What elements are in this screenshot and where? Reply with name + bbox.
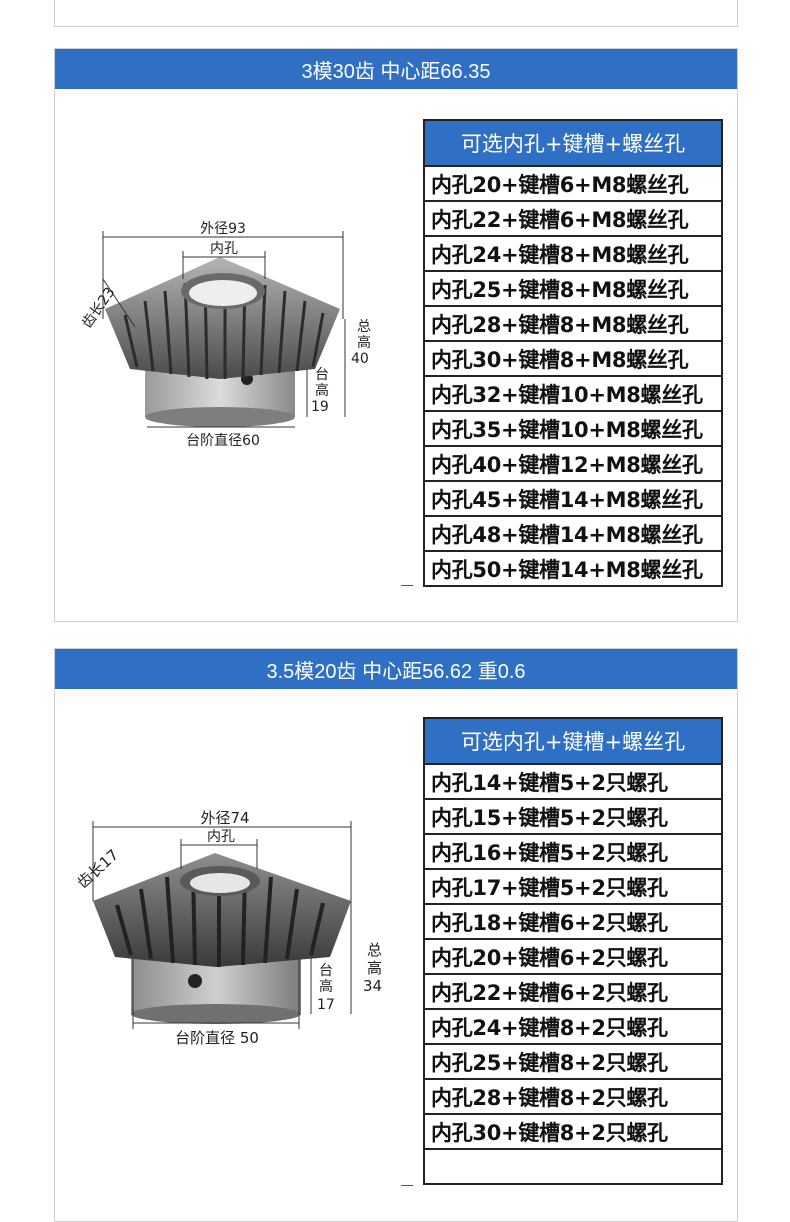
bore-options-table-1: 可选内孔+键槽+螺丝孔 内孔20+键槽6+M8螺丝孔 内孔22+键槽6+M8螺丝… — [423, 119, 723, 587]
bore-label: 内孔 — [210, 241, 238, 257]
table-row: 内孔24+键槽8+2只螺孔 — [425, 1010, 721, 1045]
table-row: 内孔30+键槽8+2只螺孔 — [425, 1115, 721, 1150]
table-row: 内孔28+键槽8+M8螺丝孔 — [425, 307, 721, 342]
total-height-label-a: 总 — [367, 941, 382, 959]
table-row: 内孔22+键槽6+M8螺丝孔 — [425, 202, 721, 237]
step-height-value: 17 — [317, 997, 335, 1013]
outer-diameter-label: 外径74 — [200, 809, 249, 827]
table-row: 内孔28+键槽8+2只螺孔 — [425, 1080, 721, 1115]
table-row: 内孔48+键槽14+M8螺丝孔 — [425, 517, 721, 552]
divider — [401, 585, 413, 586]
table-row: 内孔25+键槽8+2只螺孔 — [425, 1045, 721, 1080]
table-row: 内孔50+键槽14+M8螺丝孔 — [431, 557, 703, 582]
bore-options-table-2: 可选内孔+键槽+螺丝孔 内孔14+键槽5+2只螺孔 内孔15+键槽5+2只螺孔 … — [423, 717, 723, 1185]
product-card-1: 3模30齿 中心距66.35 — [54, 48, 738, 622]
set-screw-hole-icon — [188, 974, 202, 988]
table-row: 内孔15+键槽5+2只螺孔 — [425, 800, 721, 835]
table-row: 内孔45+键槽14+M8螺丝孔 — [425, 482, 721, 517]
outer-diameter-label: 外径93 — [200, 221, 246, 237]
bore-label: 内孔 — [207, 829, 235, 845]
card-2-header: 3.5模20齿 中心距56.62 重0.6 — [55, 649, 737, 689]
previous-card-remnant — [54, 0, 738, 27]
table-row: 内孔25+键槽8+M8螺丝孔 — [425, 272, 721, 307]
table-row: 内孔18+键槽6+2只螺孔 — [425, 905, 721, 940]
table-row: 内孔14+键槽5+2只螺孔 — [425, 765, 721, 800]
divider — [401, 1185, 413, 1186]
total-height-label-b: 高 — [357, 334, 371, 351]
step-diameter-label: 台阶直径 50 — [175, 1029, 259, 1047]
table-row: 内孔16+键槽5+2只螺孔 — [425, 835, 721, 870]
table-row: 内孔32+键槽10+M8螺丝孔 — [425, 377, 721, 412]
gear-diagram-1: 外径93 内孔 齿长23 总 高 40 台 高 19 台阶直径60 — [79, 221, 371, 449]
table-row: 内孔17+键槽5+2只螺孔 — [425, 870, 721, 905]
step-height-label-a: 台 — [319, 963, 333, 979]
tooth-length-label: 齿长17 — [75, 846, 122, 892]
table-row: 内孔20+键槽6+2只螺孔 — [425, 940, 721, 975]
gear-diagram-2: 外径74 内孔 齿长17 总 高 34 台 高 17 台阶直径 50 — [75, 809, 382, 1047]
total-height-label-a: 总 — [357, 319, 371, 335]
card-1-header: 3模30齿 中心距66.35 — [55, 49, 737, 89]
total-height-value: 40 — [351, 351, 369, 367]
step-height-label-b: 高 — [319, 978, 333, 995]
step-diameter-label: 台阶直径60 — [186, 432, 260, 449]
table-row-empty — [425, 1150, 721, 1183]
total-height-label-b: 高 — [367, 959, 382, 977]
table-row: 内孔22+键槽6+2只螺孔 — [425, 975, 721, 1010]
step-height-label-a: 台 — [315, 367, 329, 383]
gear-teeth — [93, 853, 351, 967]
table-2-title: 可选内孔+键槽+螺丝孔 — [425, 719, 721, 765]
table-row: 内孔40+键槽12+M8螺丝孔 — [425, 447, 721, 482]
table-1-title: 可选内孔+键槽+螺丝孔 — [425, 121, 721, 167]
table-row: 内孔20+键槽6+M8螺丝孔 — [425, 167, 721, 202]
product-card-2: 3.5模20齿 中心距56.62 重0.6 — [54, 648, 738, 1222]
total-height-value: 34 — [363, 977, 382, 995]
table-row: 内孔30+键槽8+M8螺丝孔 — [425, 342, 721, 377]
step-height-value: 19 — [311, 399, 329, 415]
table-row: 内孔35+键槽10+M8螺丝孔 — [425, 412, 721, 447]
step-height-label-b: 高 — [315, 382, 329, 399]
table-row: 内孔24+键槽8+M8螺丝孔 — [425, 237, 721, 272]
